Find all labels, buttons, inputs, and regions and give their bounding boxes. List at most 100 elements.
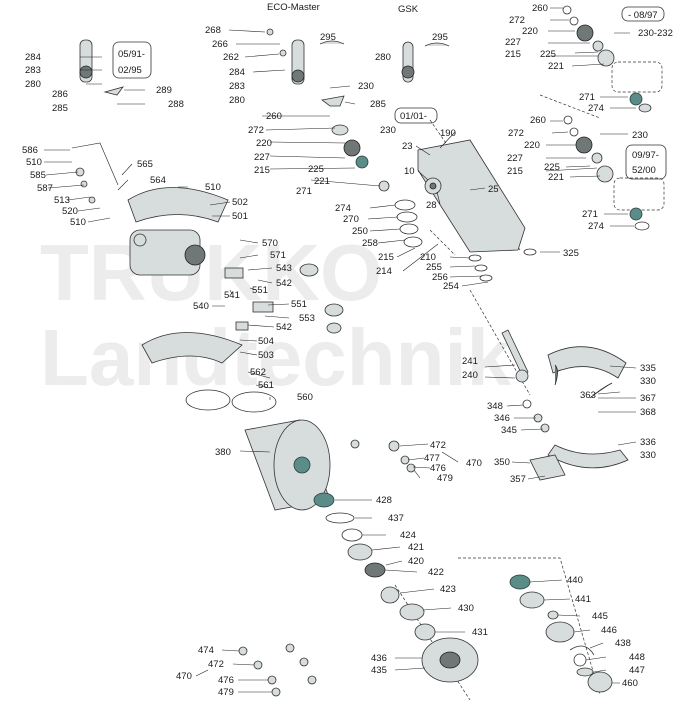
part-label: 520 [62, 206, 78, 217]
part-label: 254 [443, 281, 459, 292]
part-label: 542 [276, 322, 292, 333]
part-label: 274 [588, 221, 604, 232]
part-label: 368 [640, 407, 656, 418]
part-label: 271 [579, 92, 595, 103]
part-label: 422 [428, 567, 444, 578]
part-label: 210 [420, 252, 436, 263]
part-label: 28 [426, 200, 437, 211]
slack-adjuster-eco [266, 28, 305, 85]
axle-beam [394, 139, 537, 282]
part-label: 474 [198, 645, 214, 656]
part-label: 470 [176, 671, 192, 682]
part-label: 325 [563, 248, 579, 259]
part-label: 283 [25, 65, 41, 76]
part-label: 586 [22, 145, 38, 156]
part-label: 227 [507, 153, 523, 164]
part-label: 215 [254, 165, 270, 176]
part-label: 295 [320, 32, 336, 43]
part-label: 225 [308, 164, 324, 175]
part-label: 551 [291, 299, 307, 310]
bracket-285 [321, 95, 345, 107]
part-label: 436 [371, 653, 387, 664]
part-label: 448 [629, 652, 645, 663]
part-label: 262 [223, 52, 239, 63]
part-label: 280 [25, 79, 41, 90]
sensor-group [224, 263, 344, 334]
part-label: 220 [522, 26, 538, 37]
part-label: 284 [25, 52, 41, 63]
date-box-09-97: 09/97- 52/00 [625, 144, 667, 180]
part-label: 479 [437, 473, 453, 484]
part-label: 472 [208, 659, 224, 670]
part-label: 350 [494, 457, 510, 468]
outer-bearing-stack [509, 574, 613, 693]
part-label: 561 [258, 380, 274, 391]
header-gsk: GSK [398, 4, 419, 15]
part-label: 225 [544, 162, 560, 173]
guide-line [458, 557, 601, 696]
part-label: 431 [472, 627, 488, 638]
part-label: 437 [388, 513, 404, 524]
part-label: 560 [297, 392, 313, 403]
part-label: 225 [540, 49, 556, 60]
part-label: 446 [601, 625, 617, 636]
part-label: 335 [640, 363, 656, 374]
svg-text:- 08/97: - 08/97 [628, 10, 658, 21]
part-label: 227 [254, 152, 270, 163]
svg-text:01/01-: 01/01- [400, 111, 427, 122]
part-label: 380 [215, 447, 231, 458]
part-label: 440 [567, 575, 583, 586]
part-label: 363 [580, 390, 596, 401]
part-label: 357 [510, 474, 526, 485]
part-label: 441 [575, 594, 591, 605]
svg-text:05/91-: 05/91- [118, 49, 145, 60]
part-label: 542 [276, 278, 292, 289]
wheel-hub [421, 637, 479, 683]
part-label: 280 [229, 95, 245, 106]
part-label: 570 [262, 238, 278, 249]
part-label: 564 [150, 175, 166, 186]
guide-line [539, 94, 601, 119]
part-label: 221 [548, 172, 564, 183]
part-label: 23 [402, 141, 413, 152]
part-label: 256 [432, 272, 448, 283]
roller-pins [522, 399, 550, 433]
part-label: 477 [424, 453, 440, 464]
clevis-295b [424, 42, 450, 47]
slack-adjuster-gsk [401, 41, 415, 83]
hub-bearing-stack [313, 492, 436, 641]
part-label: 565 [137, 159, 153, 170]
part-label: 502 [232, 197, 248, 208]
part-label: 241 [462, 356, 478, 367]
part-label: 227 [505, 37, 521, 48]
part-label: 447 [629, 665, 645, 676]
part-label: 510 [26, 157, 42, 168]
part-label: 348 [487, 401, 503, 412]
part-label: 230 [358, 81, 374, 92]
part-label: 286 [52, 89, 68, 100]
slack-adjuster-left [79, 39, 93, 83]
part-label: 460 [622, 678, 638, 689]
part-label: 266 [212, 39, 228, 50]
part-label: 270 [343, 214, 359, 225]
brake-shoe-lower [529, 444, 629, 481]
part-label: 274 [335, 203, 351, 214]
part-label: 585 [30, 170, 46, 181]
part-label: 476 [430, 463, 446, 474]
mounting-ring-560 [185, 389, 277, 413]
part-label: 289 [156, 85, 172, 96]
watermark-line-2: Landtechnik [40, 313, 512, 402]
part-label: 214 [376, 266, 392, 277]
part-label: 295 [432, 32, 448, 43]
part-label: 230 [380, 125, 396, 136]
part-label: 428 [376, 495, 392, 506]
part-label: 240 [462, 370, 478, 381]
leader-lines [44, 7, 637, 693]
part-label: 221 [314, 176, 330, 187]
bracket-286 [103, 86, 125, 96]
part-number-labels: 268 266 262 295 284 283 280 284 283 280 … [22, 3, 673, 698]
part-label: 430 [458, 603, 474, 614]
guide-line [429, 229, 456, 256]
